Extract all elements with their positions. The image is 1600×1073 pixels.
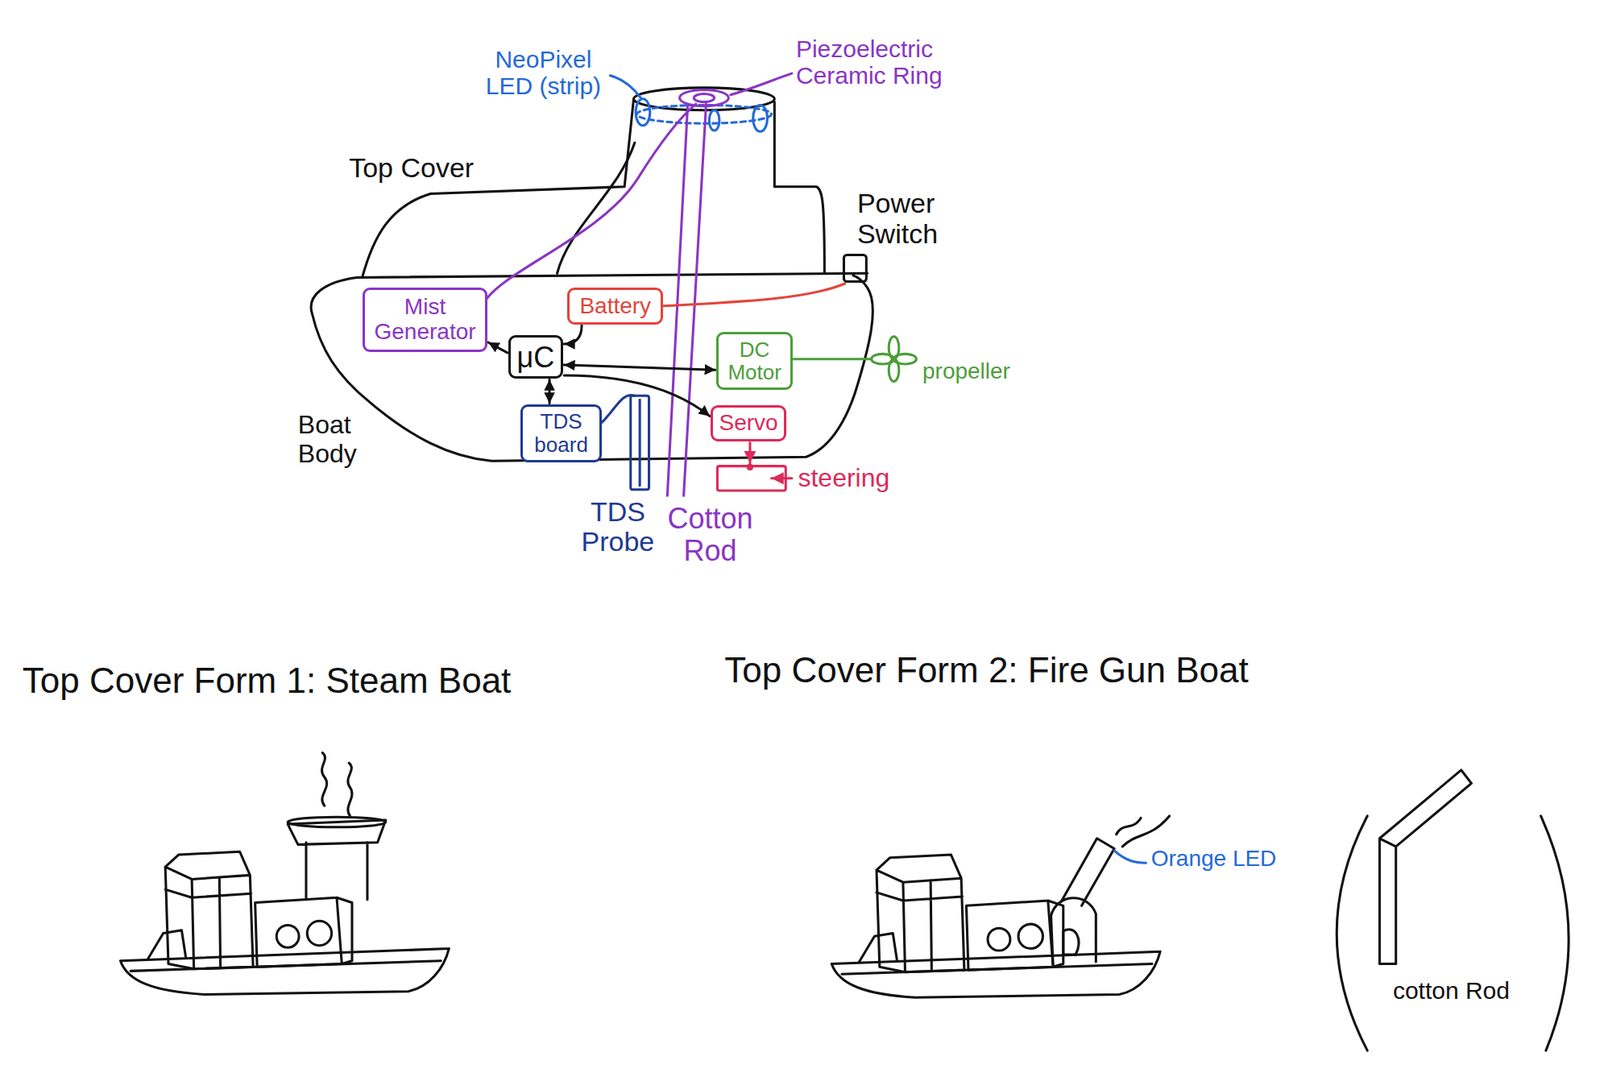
tds-probe-inner xyxy=(638,399,642,485)
cabin xyxy=(165,851,253,970)
leader-arrow xyxy=(771,476,792,480)
leader-line xyxy=(1114,850,1146,863)
motor-shaft xyxy=(787,357,872,361)
part-label: Piezoelectric Ceramic Ring xyxy=(795,35,991,89)
led xyxy=(708,110,720,131)
boat-base xyxy=(120,851,449,995)
propeller-blade xyxy=(894,353,917,365)
part-label: steering xyxy=(797,464,890,493)
top-cover-outline xyxy=(362,99,825,278)
leader-line xyxy=(609,75,641,99)
funnel-inner-line xyxy=(557,142,635,274)
gun-barrel xyxy=(1061,838,1115,907)
signal-arrow xyxy=(563,325,582,345)
part-label: Boat Body xyxy=(298,410,370,468)
part-label: cotton Rod xyxy=(1392,977,1510,1004)
cotton-rod xyxy=(667,103,706,496)
fire xyxy=(1116,816,1170,847)
leader-line xyxy=(730,73,792,96)
mid-cabin xyxy=(255,897,353,967)
signal-arrow xyxy=(488,342,508,353)
propeller-blade xyxy=(871,353,895,365)
component-box: DC Motor xyxy=(716,331,793,390)
led xyxy=(753,104,768,132)
led xyxy=(635,99,651,126)
signal-arrow xyxy=(548,379,552,403)
servo-link xyxy=(748,443,751,464)
component-box: TDS board xyxy=(520,404,602,463)
component-box: Battery xyxy=(567,287,664,325)
hull xyxy=(120,949,449,995)
piezo-ring-inner xyxy=(693,93,714,102)
porthole xyxy=(306,920,332,946)
part-label: Top Cover xyxy=(348,153,474,183)
part-label: Top Cover Form 1: Steam Boat xyxy=(22,661,511,701)
part-label: TDS Probe xyxy=(579,497,656,558)
component-box: Servo xyxy=(710,405,787,442)
component-label: TDS board xyxy=(529,410,594,456)
bracket xyxy=(1336,816,1368,1051)
component-label: μC xyxy=(517,341,556,374)
porthole xyxy=(276,924,299,948)
tds-probe xyxy=(630,395,650,490)
part-label: NeoPixel LED (strip) xyxy=(479,45,607,100)
component-label: Mist Generator xyxy=(370,294,480,345)
component-label: Servo xyxy=(718,410,778,436)
steam xyxy=(322,752,353,817)
component-box: μC xyxy=(508,335,564,379)
power-switch xyxy=(843,255,867,282)
tds-wire xyxy=(601,394,635,423)
signal-arrow xyxy=(563,364,716,370)
funnel-rim xyxy=(287,816,386,828)
part-label: Top Cover Form 2: Fire Gun Boat xyxy=(724,650,1248,690)
part-label: Power Switch xyxy=(857,188,970,249)
bracket xyxy=(1541,816,1570,1051)
part-label: Cotton Rod xyxy=(659,502,762,567)
component-label: Battery xyxy=(579,294,651,320)
funnel xyxy=(287,820,386,900)
component-label: DC Motor xyxy=(724,338,785,385)
component-box: Mist Generator xyxy=(362,287,488,353)
part-label: propeller xyxy=(922,359,1011,385)
part-label: Orange LED xyxy=(1151,846,1277,872)
mist-wire xyxy=(485,103,697,300)
cotton-rod-shape xyxy=(1379,770,1472,965)
hull-top-line xyxy=(356,273,867,278)
boat-base xyxy=(831,854,1161,998)
turret xyxy=(1051,898,1097,966)
power-wire xyxy=(663,283,845,307)
